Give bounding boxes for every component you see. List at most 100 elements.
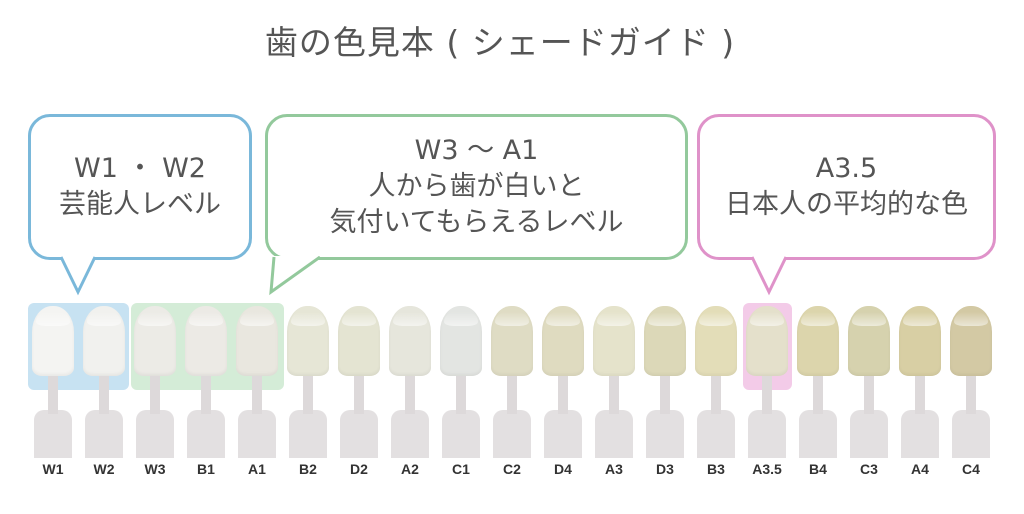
tab-handle [289, 410, 327, 458]
tab-stem [966, 376, 976, 414]
shade-label: B1 [197, 461, 215, 477]
callout-heading: W3 ～ A1 [414, 135, 539, 166]
tooth-icon [83, 306, 125, 376]
shade-label: C2 [503, 461, 521, 477]
tab-stem [711, 376, 721, 414]
tab-handle [799, 410, 837, 458]
tooth-icon [440, 306, 482, 376]
tab-stem [558, 376, 568, 414]
tab-handle [544, 410, 582, 458]
callout-text: 気付いてもらえるレベル [329, 207, 624, 238]
callout-tail-icon [59, 256, 97, 296]
tooth-icon [797, 306, 839, 376]
shade-label: W3 [144, 461, 166, 477]
shade-label: D3 [656, 461, 674, 477]
tooth-icon [950, 306, 992, 376]
shade-tab [539, 303, 587, 463]
shade-label: D4 [554, 461, 572, 477]
tab-stem [150, 376, 160, 414]
callout-tail-icon [269, 256, 321, 296]
shade-tab [488, 303, 536, 463]
tooth-icon [185, 306, 227, 376]
shade-tab [29, 303, 77, 463]
tooth-icon [593, 306, 635, 376]
page-title: 歯の色見本 ( シェードガイド ) [264, 23, 736, 62]
tooth-icon [746, 306, 788, 376]
tab-handle [646, 410, 684, 458]
shade-label: A3 [605, 461, 623, 477]
shade-label: D2 [350, 461, 368, 477]
shade-tab [182, 303, 230, 463]
shade-tab [335, 303, 383, 463]
tab-stem [354, 376, 364, 414]
tooth-icon [644, 306, 686, 376]
shade-label: A4 [911, 461, 929, 477]
callout-tail-icon [750, 256, 788, 296]
tab-handle [493, 410, 531, 458]
tooth-icon [236, 306, 278, 376]
tab-handle [340, 410, 378, 458]
tab-handle [136, 410, 174, 458]
callout-w3-a1: W3 ～ A1 人から歯が白いと 気付いてもらえるレベル [265, 114, 688, 260]
tab-handle [901, 410, 939, 458]
callout-text: 人から歯が白いと [368, 171, 585, 202]
shade-tab [641, 303, 689, 463]
tooth-icon [389, 306, 431, 376]
shade-tab [845, 303, 893, 463]
callout-text: 日本人の平均的な色 [725, 189, 968, 220]
shade-tab [947, 303, 995, 463]
tab-handle [952, 410, 990, 458]
shade-label: C4 [962, 461, 980, 477]
tooth-icon [287, 306, 329, 376]
shade-label: A2 [401, 461, 419, 477]
tab-stem [915, 376, 925, 414]
tab-stem [813, 376, 823, 414]
tab-stem [609, 376, 619, 414]
callout-heading: A3.5 [815, 153, 878, 184]
tab-stem [405, 376, 415, 414]
tab-stem [252, 376, 262, 414]
callout-w1-w2: W1 ・ W2 芸能人レベル [28, 114, 252, 260]
tooth-icon [695, 306, 737, 376]
tab-stem [762, 376, 772, 414]
shade-tab [743, 303, 791, 463]
tooth-icon [32, 306, 74, 376]
tab-handle [748, 410, 786, 458]
shade-tab [386, 303, 434, 463]
shade-tab [80, 303, 128, 463]
shade-tab [437, 303, 485, 463]
shade-label: C3 [860, 461, 878, 477]
tab-stem [660, 376, 670, 414]
tab-handle [238, 410, 276, 458]
shade-label: C1 [452, 461, 470, 477]
tab-stem [201, 376, 211, 414]
tab-handle [697, 410, 735, 458]
tab-handle [850, 410, 888, 458]
tab-stem [99, 376, 109, 414]
shade-tab [590, 303, 638, 463]
tooth-icon [338, 306, 380, 376]
callout-heading: W1 ・ W2 [74, 153, 206, 184]
tooth-icon [542, 306, 584, 376]
tab-handle [34, 410, 72, 458]
tab-stem [48, 376, 58, 414]
tab-stem [864, 376, 874, 414]
callout-text: 芸能人レベル [59, 189, 221, 220]
shade-tab [692, 303, 740, 463]
tab-stem [303, 376, 313, 414]
tab-handle [442, 410, 480, 458]
tab-handle [595, 410, 633, 458]
tab-handle [187, 410, 225, 458]
shade-tab [131, 303, 179, 463]
shade-label: B2 [299, 461, 317, 477]
tab-handle [391, 410, 429, 458]
shade-label: B4 [809, 461, 827, 477]
shade-tab [896, 303, 944, 463]
shade-label: W1 [42, 461, 64, 477]
callout-a3-5: A3.5 日本人の平均的な色 [697, 114, 996, 260]
tab-stem [456, 376, 466, 414]
shade-tab [284, 303, 332, 463]
tooth-icon [134, 306, 176, 376]
tab-stem [507, 376, 517, 414]
shade-label: W2 [93, 461, 115, 477]
